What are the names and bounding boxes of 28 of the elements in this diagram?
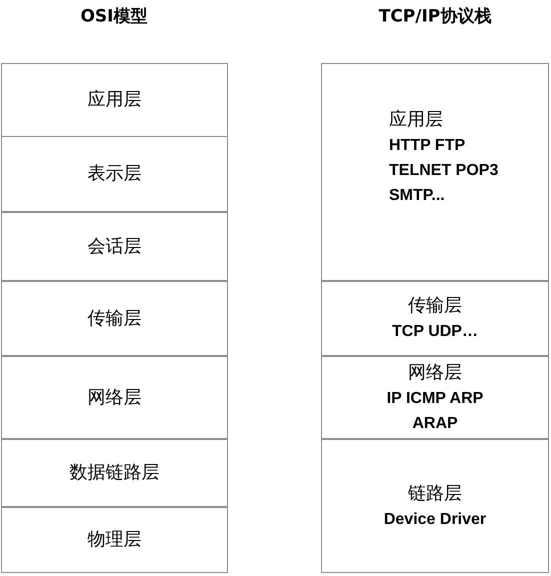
layer-box — [321, 439, 549, 573]
column-heading: OSI模型 — [80, 6, 148, 28]
protocol-list: TCP UDP… — [392, 319, 478, 344]
protocol-list: Device Driver — [384, 506, 486, 532]
layer-box — [1, 507, 228, 573]
layer-name: 链路层 — [408, 482, 462, 506]
layer-box — [1, 212, 228, 281]
layer-name: 数据链路层 — [70, 461, 160, 485]
layer-box — [321, 281, 549, 356]
layer-name: 物理层 — [88, 528, 142, 552]
layer-box — [1, 356, 228, 439]
layer-box — [1, 136, 228, 212]
layer-box — [1, 63, 228, 137]
layer-name: 应用层 — [389, 108, 443, 132]
layer-box — [1, 439, 228, 507]
layer-name: 传输层 — [408, 294, 462, 318]
layer-name: 会话层 — [88, 234, 142, 258]
column-heading: TCP/IP协议栈 — [378, 6, 492, 28]
layer-name: 网络层 — [408, 360, 462, 384]
layer-name: 应用层 — [88, 88, 142, 112]
layer-name: 表示层 — [88, 162, 142, 186]
layer-box — [1, 281, 228, 356]
layer-box — [321, 356, 549, 439]
layer-box — [321, 63, 549, 281]
layer-name: 网络层 — [88, 386, 142, 410]
protocol-list: HTTP FTP TELNET POP3 SMTP... — [389, 132, 514, 208]
protocol-list: IP ICMP ARP ARAP — [365, 386, 505, 436]
layer-name: 传输层 — [88, 306, 142, 330]
